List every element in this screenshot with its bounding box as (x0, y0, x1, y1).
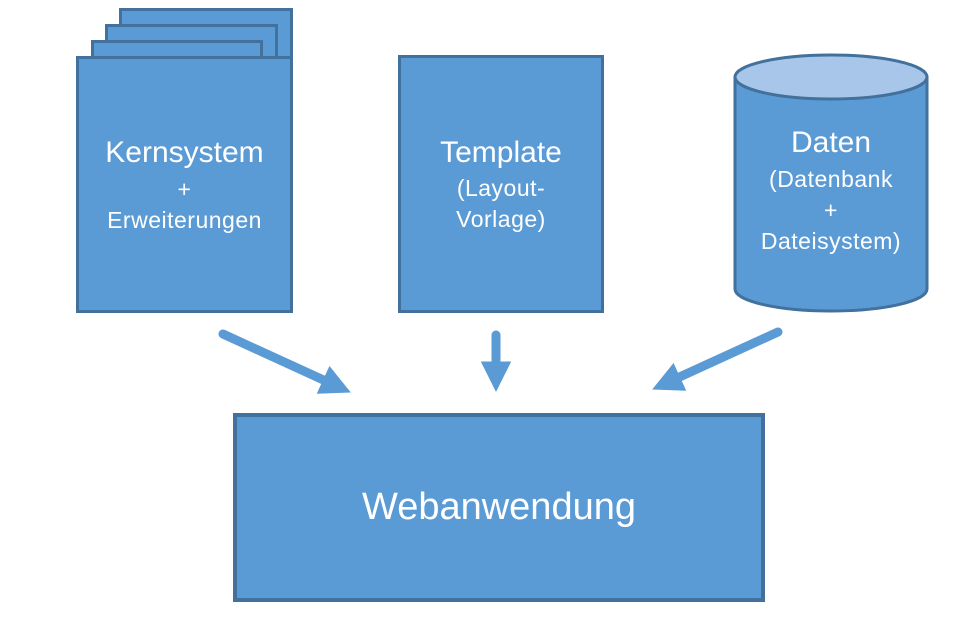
template-line2: (Layout- (456, 175, 546, 202)
database-cylinder-icon (733, 53, 929, 313)
webanwendung-title: Webanwendung (362, 485, 636, 528)
webanwendung-node: Webanwendung (233, 413, 765, 602)
kernsystem-box: Kernsystem + Erweiterungen (76, 56, 293, 313)
template-line3: Vorlage) (456, 206, 546, 233)
daten-title: Daten (790, 126, 872, 160)
template-node: Template (Layout- Vorlage) (398, 55, 604, 313)
daten-line4: Dateisystem) (760, 227, 902, 254)
arrow-daten-to-webanwendung (652, 327, 783, 391)
kernsystem-plus: + (177, 175, 192, 202)
kernsystem-title: Kernsystem (105, 136, 264, 170)
kernsystem-subtitle: Erweiterungen (107, 206, 262, 233)
daten-label: Daten (Datenbank + Dateisystem) (733, 80, 929, 300)
daten-line2: (Datenbank (769, 165, 893, 192)
template-title: Template (440, 135, 562, 169)
daten-plus: + (824, 196, 838, 223)
arrow-kernsystem-to-webanwendung (218, 329, 351, 394)
